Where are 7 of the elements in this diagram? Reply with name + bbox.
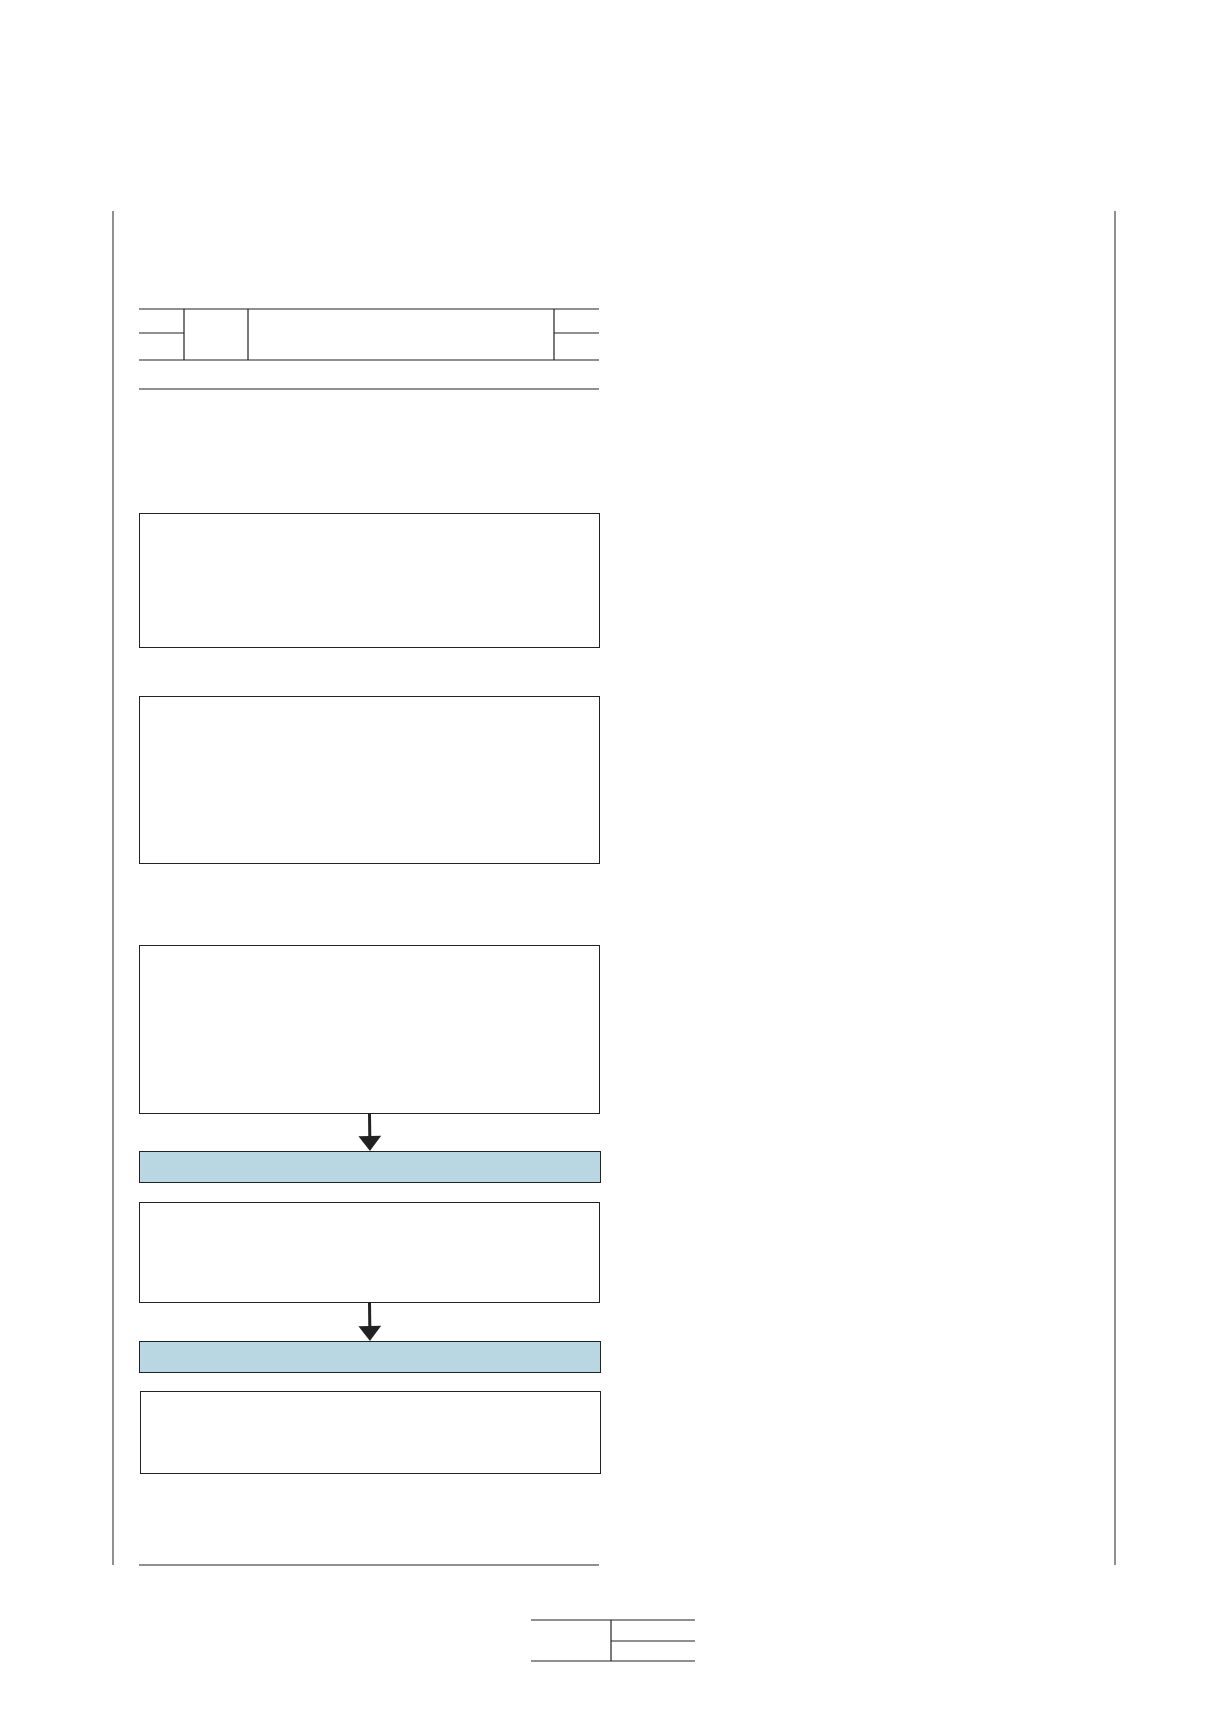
band [139, 1341, 601, 1373]
empty-box [139, 1202, 600, 1303]
empty-box [139, 696, 600, 864]
band [139, 1151, 601, 1183]
empty-box [139, 513, 600, 648]
empty-box [139, 945, 600, 1114]
empty-box [140, 1391, 601, 1474]
